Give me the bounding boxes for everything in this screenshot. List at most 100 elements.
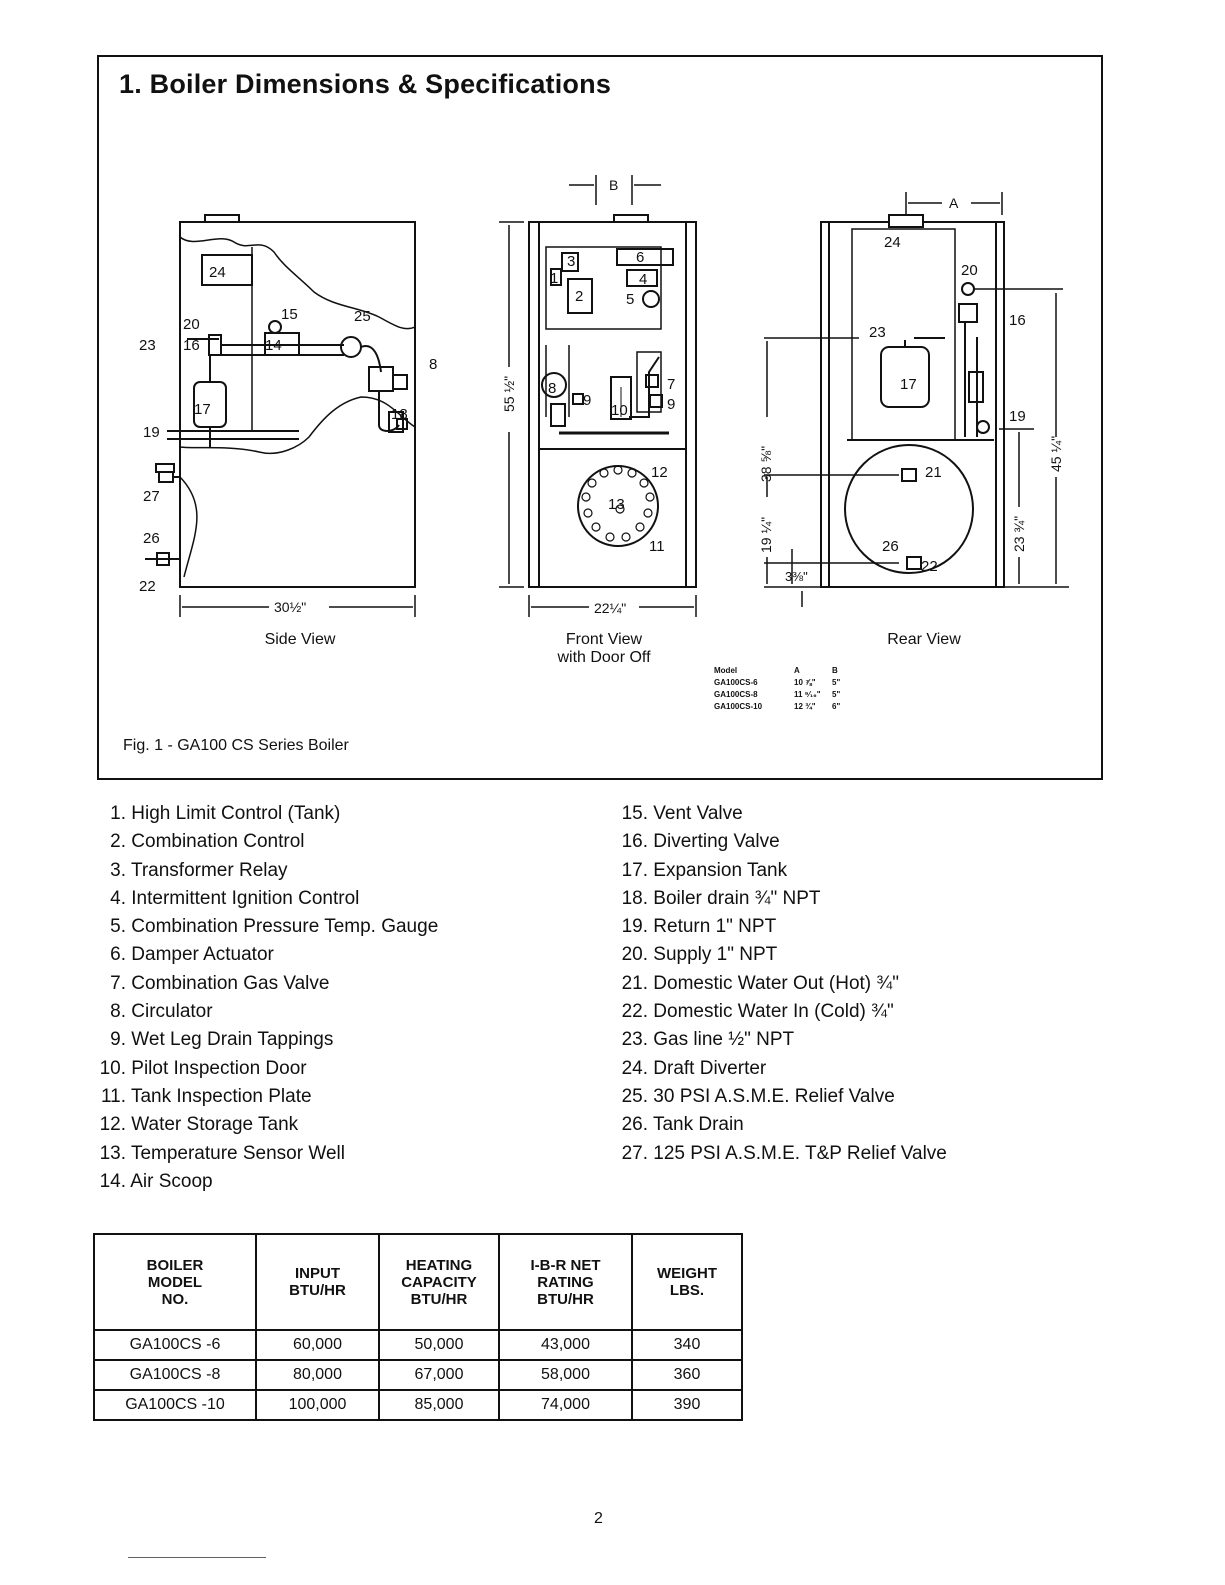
boiler-drawing: 24 20 15 25 23 16 14 8 17 18 19 27 26 22… [139,175,1069,617]
header-line: CAPACITY [401,1273,477,1291]
item-label: Draft Diverter [653,1057,767,1079]
item-label: Temperature Sensor Well [130,1142,345,1164]
table-row: GA100CS -10 100,000 85,000 74,000 390 [93,1389,743,1421]
svg-text:24: 24 [209,264,226,281]
item-number: 14. [99,1170,126,1192]
header-line: WEIGHT [657,1265,717,1282]
list-item: 3. Transformer Relay [88,857,438,885]
header-line: BTU/HR [537,1290,594,1308]
item-number: 8. [110,1001,126,1023]
dim-cell: GA100CS-10 [714,702,763,711]
svg-text:17: 17 [900,376,917,393]
item-number: 24. [621,1057,648,1079]
item-number: 25. [621,1085,648,1107]
list-item: 8. Circulator [88,998,438,1026]
svg-text:16: 16 [1009,312,1026,329]
item-number: 21. [621,972,648,994]
table-row: GA100CS -6 60,000 50,000 43,000 340 [93,1329,743,1361]
svg-text:A: A [949,195,959,211]
section-title: 1. Boiler Dimensions & Specifications [119,69,612,99]
parts-list-right: 15. Vent Valve 16. Diverting Valve 17. E… [612,800,947,1168]
dim-cell: 5" [832,678,841,687]
header-line: BTU/HR [289,1282,346,1299]
item-label: Tank Inspection Plate [130,1085,312,1107]
header-line: BTU/HR [410,1290,468,1308]
svg-text:38 ⅝": 38 ⅝" [758,446,774,482]
item-label: Vent Valve [653,803,743,824]
table-cell: 43,000 [498,1329,633,1361]
item-label: Water Storage Tank [131,1114,299,1136]
page-number: 2 [594,1510,603,1527]
table-cell: 60,000 [255,1329,380,1361]
svg-text:26: 26 [143,530,160,547]
item-number: 6. [110,944,126,966]
item-number: 10. [99,1057,126,1079]
header-line: RATING [537,1273,594,1291]
header-line: HEATING [405,1256,473,1274]
item-label: 125 PSI A.S.M.E. T&P Relief Valve [653,1142,947,1164]
table-cell: GA100CS -10 [93,1389,257,1421]
svg-text:9: 9 [667,396,675,413]
dim-cell: GA100CS-6 [714,678,758,687]
front-view-label: Front View with Door Off [544,631,664,667]
front-view-label-line2: with Door Off [557,649,651,666]
svg-text:3: 3 [567,253,575,270]
svg-text:3⅜": 3⅜" [785,569,808,584]
svg-text:2: 2 [575,288,583,305]
item-number: 11. [100,1085,126,1107]
item-label: Circulator [131,1001,213,1023]
item-number: 18. [621,887,648,909]
list-item: 11. Tank Inspection Plate [88,1083,438,1111]
list-item: 17. Expansion Tank [612,857,947,885]
list-item: 27. 125 PSI A.S.M.E. T&P Relief Valve [612,1140,947,1168]
svg-text:17: 17 [194,401,211,418]
table-row: GA100CS -8 80,000 67,000 58,000 360 [93,1359,743,1391]
list-item: 14. Air Scoop [88,1168,438,1196]
front-view-drawing [499,175,697,617]
svg-text:5: 5 [626,291,634,308]
table-cell: GA100CS -6 [93,1329,257,1361]
svg-text:27: 27 [143,488,160,505]
item-label: Boiler drain ¾" NPT [653,887,821,909]
item-label: Combination Pressure Temp. Gauge [131,916,439,938]
item-label: Supply 1" NPT [653,944,778,966]
svg-text:4: 4 [639,271,647,288]
list-item: 1. High Limit Control (Tank) [88,800,438,828]
svg-text:22: 22 [139,578,156,595]
svg-text:12: 12 [651,464,668,481]
dim-cell: 6" [832,702,841,711]
item-number: 19. [621,916,648,938]
svg-text:25: 25 [354,308,371,325]
list-item: 26. Tank Drain [612,1111,947,1139]
header-line: LBS. [669,1282,705,1299]
item-label: Wet Leg Drain Tappings [131,1029,334,1051]
item-label: High Limit Control (Tank) [131,803,341,824]
item-number: 7. [110,972,126,994]
list-item: 21. Domestic Water Out (Hot) ¾" [612,970,947,998]
item-label: Gas line ½" NPT [653,1029,795,1051]
item-number: 4. [110,887,126,909]
item-number: 12. [99,1114,126,1136]
item-number: 20. [621,944,648,966]
list-item: 16. Diverting Valve [612,828,947,856]
front-view-label-line1: Front View [565,631,643,648]
table-cell: 85,000 [378,1389,500,1421]
svg-text:13: 13 [608,496,625,513]
dim-cell: 5" [832,690,841,699]
side-view-drawing [145,214,416,617]
rear-view-label: Rear View [887,631,961,648]
svg-text:30½": 30½" [274,599,306,615]
table-cell: 360 [631,1359,743,1391]
table-cell: 100,000 [255,1389,380,1421]
svg-text:15: 15 [281,306,298,323]
list-item: 7. Combination Gas Valve [88,970,438,998]
header-line: NO. [161,1290,189,1308]
